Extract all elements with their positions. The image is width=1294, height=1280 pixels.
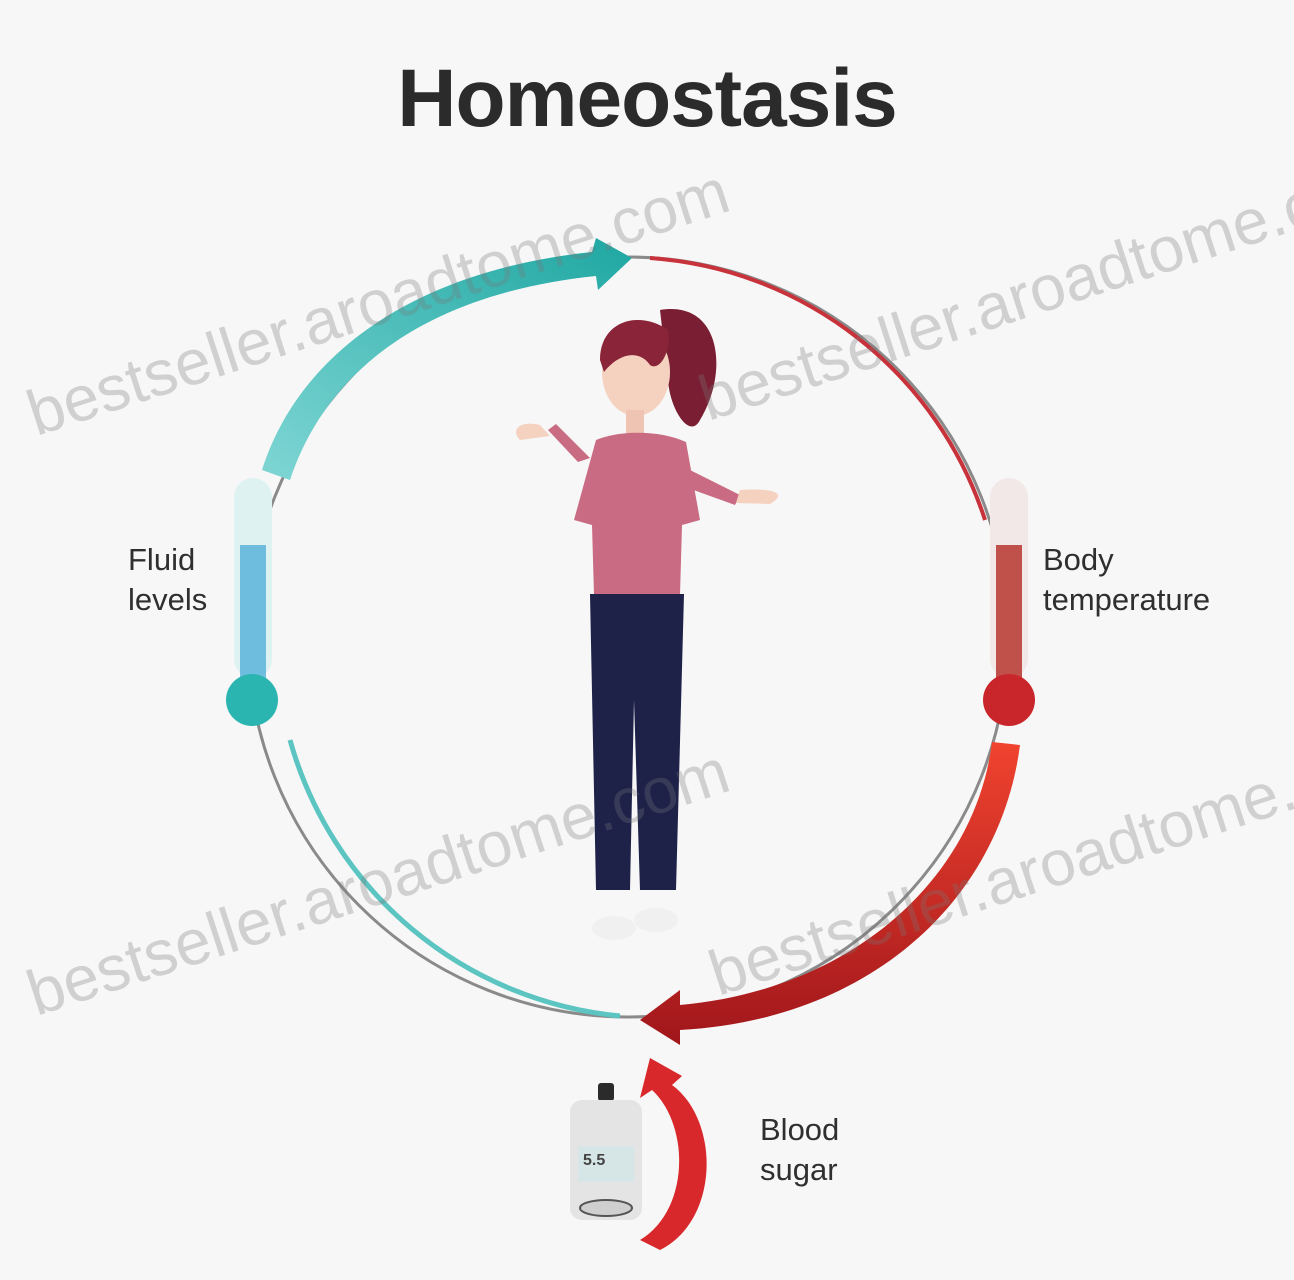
blood-sugar-label: Blood sugar	[760, 1110, 900, 1190]
temperature-thermometer-icon	[983, 478, 1035, 726]
red-arrow	[640, 742, 1020, 1045]
fluid-levels-label: Fluid levels	[128, 540, 238, 620]
small-red-arrow	[640, 1058, 707, 1250]
teal-arrow	[262, 238, 632, 480]
glucometer-reading: 5.5	[583, 1152, 605, 1170]
body-temperature-label: Body temperature	[1043, 540, 1273, 620]
woman-figure	[516, 309, 778, 940]
glucometer-icon	[570, 1083, 642, 1220]
